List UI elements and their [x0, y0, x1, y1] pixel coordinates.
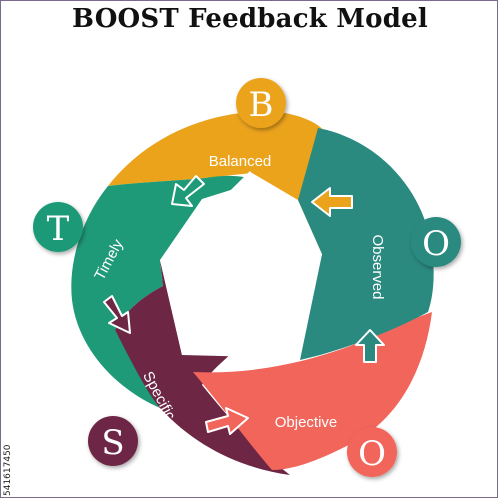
arrow-specific-to-objective — [205, 407, 249, 435]
diagram-title: BOOST Feedback Model — [72, 4, 428, 34]
badge-letter-o-objective: O — [358, 434, 386, 474]
badge-t: T — [33, 202, 83, 252]
arrow-observed-to-balanced — [311, 187, 353, 217]
segment-observed — [298, 128, 434, 360]
badge-letter-s: S — [101, 423, 124, 463]
badge-o-objective: O — [347, 427, 397, 477]
badge-letter-t: T — [47, 209, 70, 249]
segment-balanced — [108, 111, 350, 263]
segment-specific — [115, 260, 290, 475]
arrow-balanced-to-timely — [171, 175, 205, 207]
stock-image-id: 541617450 — [3, 444, 13, 496]
arrow-timely-to-specific — [103, 295, 131, 334]
badge-s: S — [88, 416, 138, 466]
segment-timely — [71, 175, 257, 408]
label-objective: Objective — [275, 414, 338, 431]
badge-letter-o-observed: O — [422, 224, 450, 264]
arrow-objective-to-observed — [355, 329, 385, 363]
badge-o-observed: O — [411, 217, 461, 267]
badge-letter-b: B — [249, 85, 274, 125]
center-pentagon — [160, 171, 322, 358]
badge-b: B — [236, 78, 286, 128]
label-balanced: Balanced — [209, 153, 272, 170]
label-observed: Observed — [369, 234, 386, 299]
